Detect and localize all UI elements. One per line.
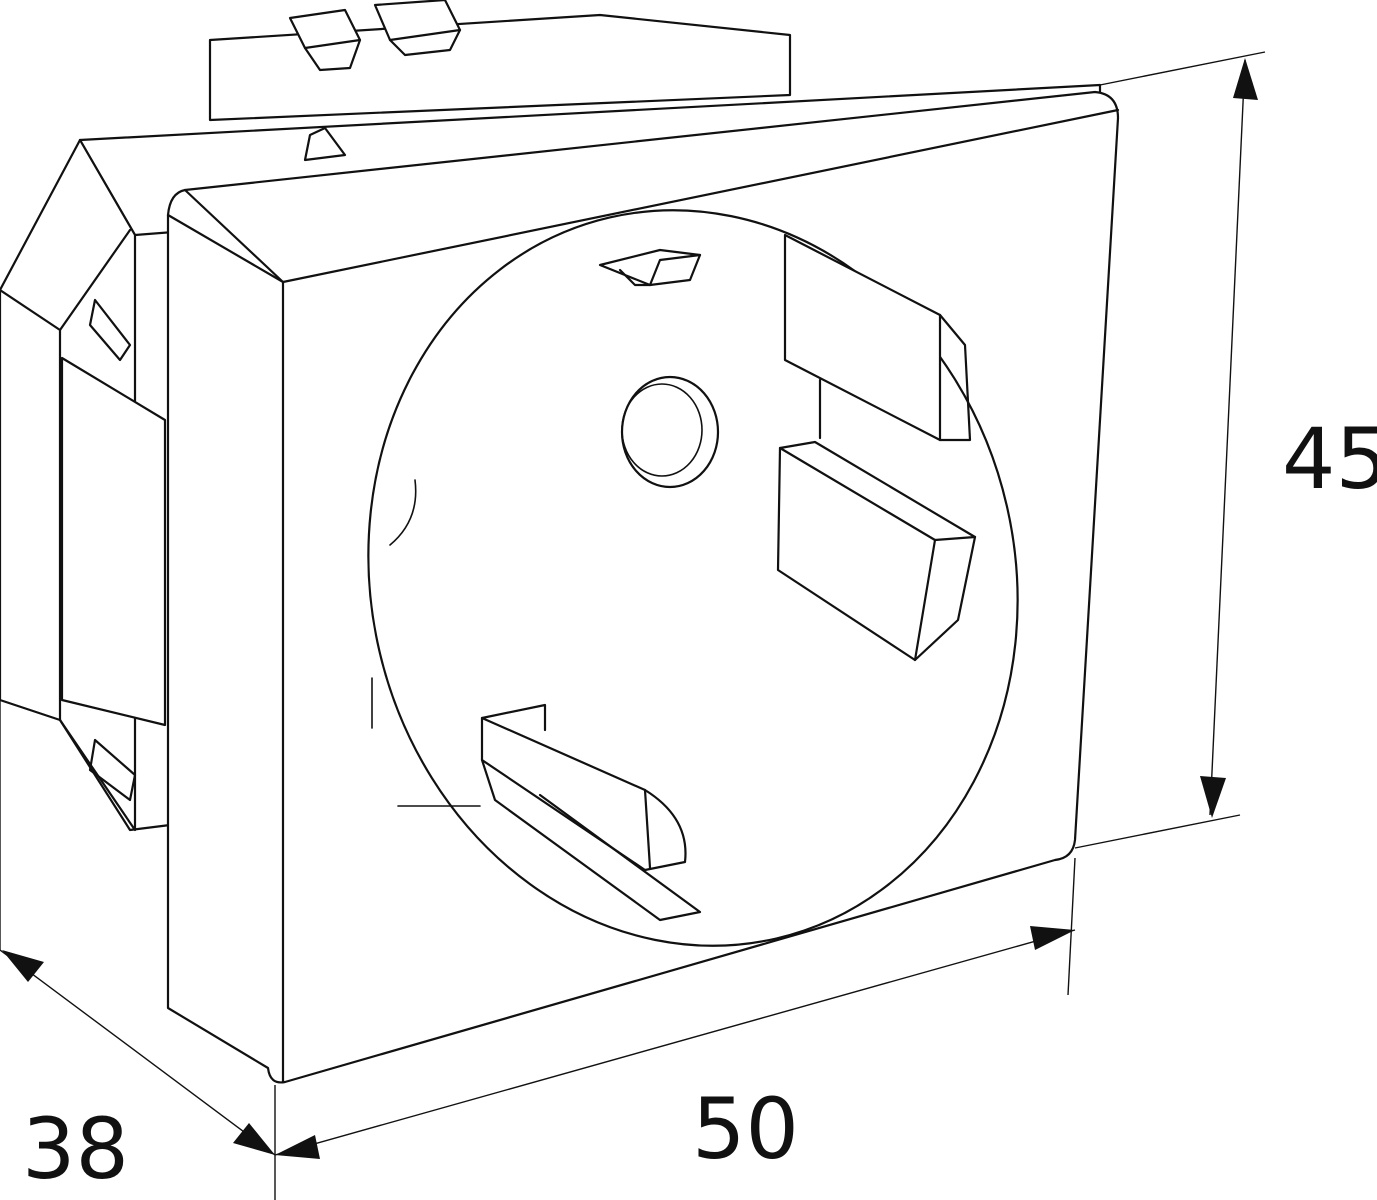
middle-slot <box>776 440 977 662</box>
height-dimension-label: 45 <box>1282 410 1377 508</box>
depth-dimension-label: 38 <box>22 1100 129 1198</box>
centre-hole <box>620 375 720 489</box>
bottom-earth-contact <box>480 703 702 922</box>
top-earth-contact <box>598 248 702 287</box>
dimension-arrows <box>2 58 1258 1159</box>
side-housing <box>0 138 172 832</box>
width-dimension-label: 50 <box>692 1080 799 1178</box>
upper-slot <box>783 233 972 442</box>
dimension-lines <box>0 51 1266 1200</box>
terminal-clip <box>288 0 462 72</box>
